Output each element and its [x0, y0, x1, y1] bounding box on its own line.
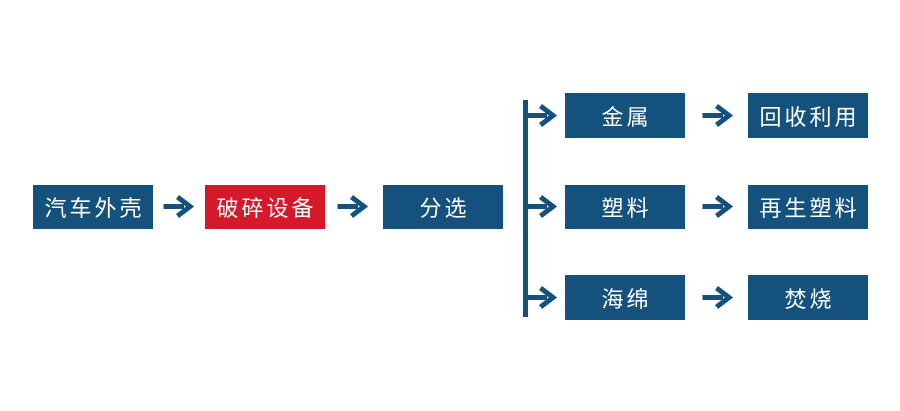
node-sorting: 分选: [383, 185, 503, 229]
branch-connector-line: [523, 100, 528, 317]
right-arrow-icon: [702, 104, 733, 127]
node-recycle-reuse: 回收利用: [748, 93, 868, 138]
right-arrow-icon: [702, 286, 733, 309]
node-sponge: 海绵: [565, 275, 685, 320]
node-plastic: 塑料: [565, 185, 685, 229]
right-arrow-icon: [337, 195, 368, 218]
node-car-shell: 汽车外壳: [33, 185, 153, 229]
right-arrow-icon: [702, 195, 733, 218]
right-arrow-icon: [163, 195, 194, 218]
node-metal: 金属: [565, 93, 685, 138]
right-arrow-icon: [526, 104, 557, 127]
node-incineration: 焚烧: [748, 275, 868, 320]
right-arrow-icon: [526, 286, 557, 309]
node-crushing-equipment: 破碎设备: [205, 185, 325, 229]
right-arrow-icon: [526, 195, 557, 218]
node-recycled-plastic: 再生塑料: [748, 185, 868, 229]
